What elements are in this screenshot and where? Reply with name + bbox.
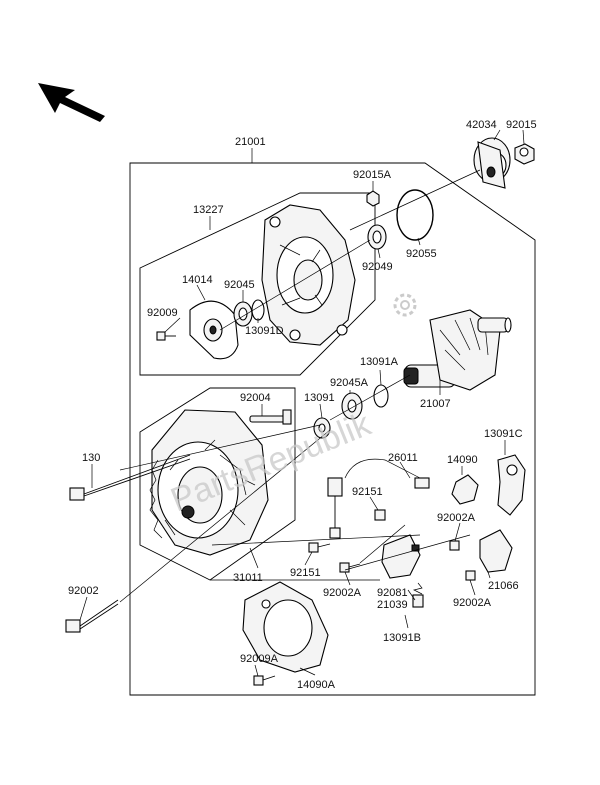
label-92045: 92045 — [224, 279, 255, 291]
bearing-92049-part — [367, 224, 387, 250]
label-21007: 21007 — [420, 398, 451, 410]
screw-92002A-a-part — [339, 562, 361, 573]
label-92049: 92049 — [362, 261, 393, 273]
stud-92004-part — [249, 409, 292, 425]
bolt-92002-part — [65, 599, 119, 633]
label-42034: 42034 — [466, 119, 497, 131]
label-92004: 92004 — [240, 392, 271, 404]
label-92081: 92081 — [377, 587, 408, 599]
label-92002A-c: 92002A — [453, 597, 492, 609]
part-14090 — [451, 474, 479, 505]
label-92015: 92015 — [506, 119, 537, 131]
front-cover-part — [261, 204, 356, 346]
lead-wire-part — [327, 458, 430, 539]
label-13091B: 13091B — [383, 632, 421, 644]
plate-14014-part — [189, 300, 239, 360]
label-26011: 26011 — [388, 452, 418, 464]
housing-part — [149, 409, 269, 556]
label-13091C: 13091C — [484, 428, 523, 440]
nut-part — [514, 143, 535, 165]
label-13091A: 13091A — [360, 356, 399, 368]
bearing-92045-part — [233, 301, 253, 327]
label-92002A-b: 92002A — [323, 587, 362, 599]
label-92151-a: 92151 — [352, 486, 383, 498]
pulley-part — [473, 137, 511, 189]
gear-icon — [393, 293, 417, 317]
label-92009A: 92009A — [240, 653, 279, 665]
label-14090A: 14090A — [297, 679, 336, 691]
label-21001: 21001 — [235, 136, 266, 148]
screw-92151-b-part — [308, 542, 331, 553]
rectifier-21066-part — [479, 529, 513, 573]
label-92015A: 92015A — [353, 169, 392, 181]
label-14014: 14014 — [182, 274, 213, 286]
assembly-axis-lines — [119, 169, 481, 603]
label-14090: 14090 — [447, 454, 478, 466]
label-92002: 92002 — [68, 585, 99, 597]
cover-group-frame — [139, 192, 376, 376]
rectifier-13091C-part — [497, 454, 526, 516]
screw-92002A-c-part — [465, 570, 476, 581]
front-arrow-icon — [38, 83, 105, 122]
label-92002A-a: 92002A — [437, 512, 476, 524]
housing-group-frame — [139, 387, 296, 581]
label-130: 130 — [82, 452, 100, 464]
label-31011: 31011 — [233, 572, 263, 584]
small-nut-part — [366, 190, 380, 207]
brush-holder-part — [381, 534, 424, 608]
label-92009: 92009 — [147, 307, 178, 319]
label-21066: 21066 — [488, 580, 519, 592]
assembly-frame — [129, 162, 536, 696]
label-92045A: 92045A — [330, 377, 369, 389]
label-21039: 21039 — [377, 599, 408, 611]
screw-92009A-part — [253, 675, 276, 686]
rear-cover-part — [242, 581, 329, 673]
screw-92009-part — [156, 331, 176, 341]
o-ring-part — [396, 189, 434, 241]
rotor-part — [403, 309, 512, 391]
label-13091D: 13091D — [245, 325, 284, 337]
screw-92151-a-part — [374, 509, 386, 521]
label-92055: 92055 — [406, 248, 437, 260]
label-13091: 13091 — [304, 392, 335, 404]
bolt-130-part — [69, 454, 191, 501]
label-92151-b: 92151 — [290, 567, 321, 579]
leader-lines — [79, 129, 525, 677]
label-13227: 13227 — [193, 204, 224, 216]
screw-92002A-b-part — [449, 540, 460, 551]
